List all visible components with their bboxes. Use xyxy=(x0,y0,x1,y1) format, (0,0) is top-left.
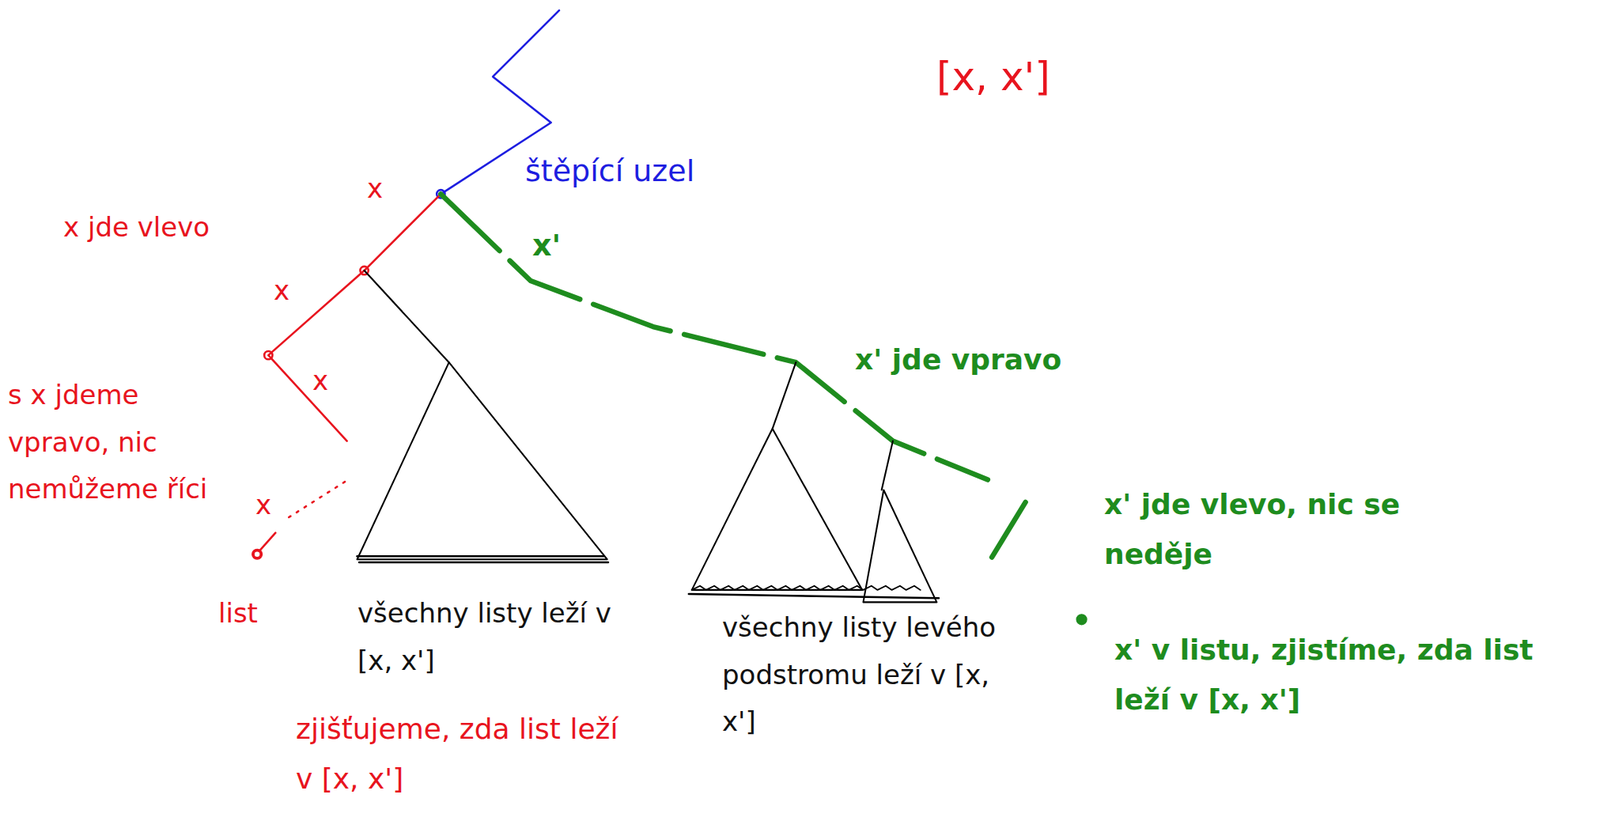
subtree-triangle xyxy=(357,362,608,560)
x-note: s x jdeme vpravo, nic nemůžeme říci xyxy=(7,371,217,514)
leaf-dot xyxy=(1076,614,1087,625)
leaf-hatch xyxy=(357,555,605,558)
subtree-note: všechny listy levého podstromu leží v [x… xyxy=(722,604,1029,746)
tree-edge xyxy=(772,362,797,429)
edge-mark: x xyxy=(312,357,329,405)
x-path-dots xyxy=(283,481,345,521)
x-prime-note: x' jde vpravo xyxy=(854,334,1062,385)
leaf-hatch xyxy=(359,561,609,564)
subtree-triangle xyxy=(692,428,863,591)
leaf-hatch xyxy=(692,586,921,591)
leaf-note: zjišťujeme, zda list leží v [x, x'] xyxy=(295,703,644,804)
leaf-node xyxy=(253,550,261,559)
range-label: [x, x'] xyxy=(936,42,1051,113)
x-path xyxy=(268,193,441,441)
tree-edge xyxy=(881,441,893,491)
subtree-note: všechny listy leží v [x, x'] xyxy=(357,590,613,685)
leaf-label: list xyxy=(218,590,258,638)
x-node xyxy=(264,351,273,360)
edge-mark: x xyxy=(366,165,383,213)
x-prime-path xyxy=(440,193,988,480)
x-prime-path-end xyxy=(991,502,1026,558)
split-node-label: štěpící uzel xyxy=(525,144,695,198)
edge-mark: x' xyxy=(532,219,561,273)
edge-mark: x xyxy=(255,481,272,530)
x-prime-note: x' jde vlevo, nic se neděje xyxy=(1104,479,1411,579)
tree-edge xyxy=(364,270,450,363)
edge-mark: x xyxy=(273,267,290,315)
leaf-hatch xyxy=(688,593,939,598)
x-prime-note: x' v listu, zjistíme, zda list leží v [x… xyxy=(1114,624,1564,725)
x-path-end xyxy=(259,533,277,552)
x-note: x jde vlevo xyxy=(63,204,210,252)
